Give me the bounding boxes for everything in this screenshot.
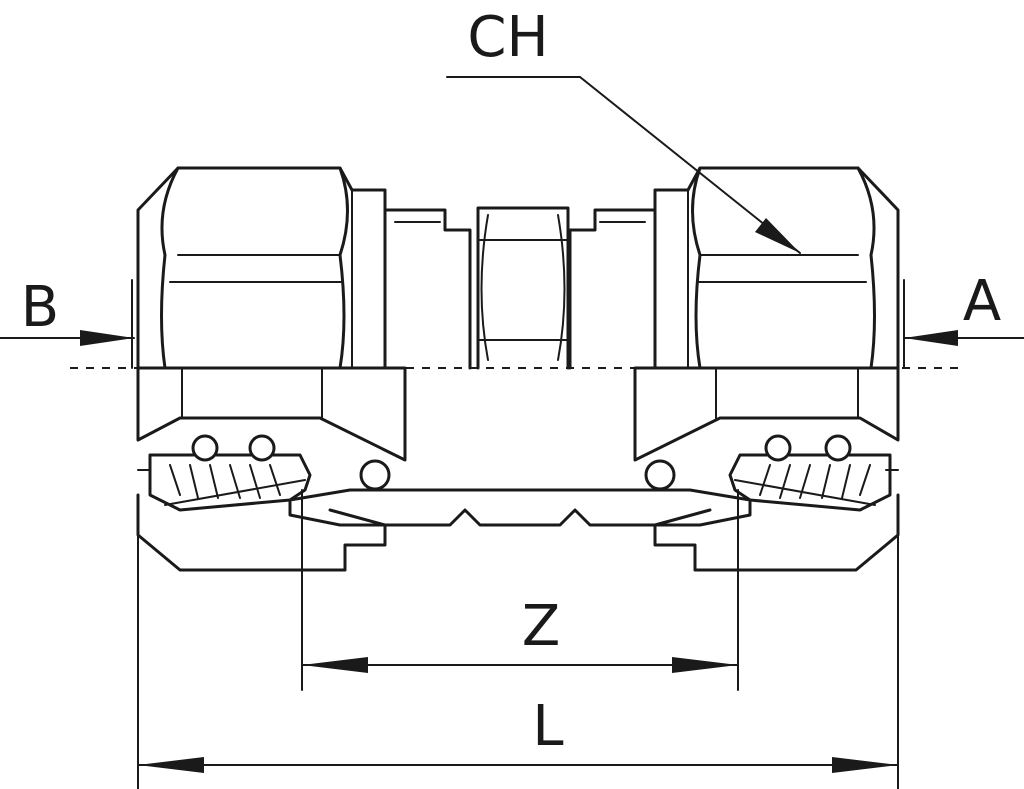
label-l: L bbox=[532, 694, 563, 759]
label-z: Z bbox=[522, 594, 560, 659]
right-grip-ring bbox=[728, 434, 892, 512]
left-grip-ring bbox=[148, 434, 312, 512]
center-body bbox=[383, 206, 657, 370]
label-b: B bbox=[21, 275, 59, 340]
dimension-b bbox=[0, 330, 135, 346]
dimension-a bbox=[903, 330, 1024, 346]
label-a: A bbox=[963, 269, 1001, 334]
section-view bbox=[136, 366, 900, 572]
right-o-ring bbox=[644, 459, 676, 491]
left-o-ring bbox=[359, 459, 391, 491]
leader-ch bbox=[446, 76, 801, 254]
dimension-z bbox=[301, 489, 739, 691]
dimension-l bbox=[137, 534, 899, 789]
left-nut bbox=[131, 166, 387, 370]
label-ch: CH bbox=[467, 5, 548, 70]
right-nut bbox=[653, 166, 905, 370]
